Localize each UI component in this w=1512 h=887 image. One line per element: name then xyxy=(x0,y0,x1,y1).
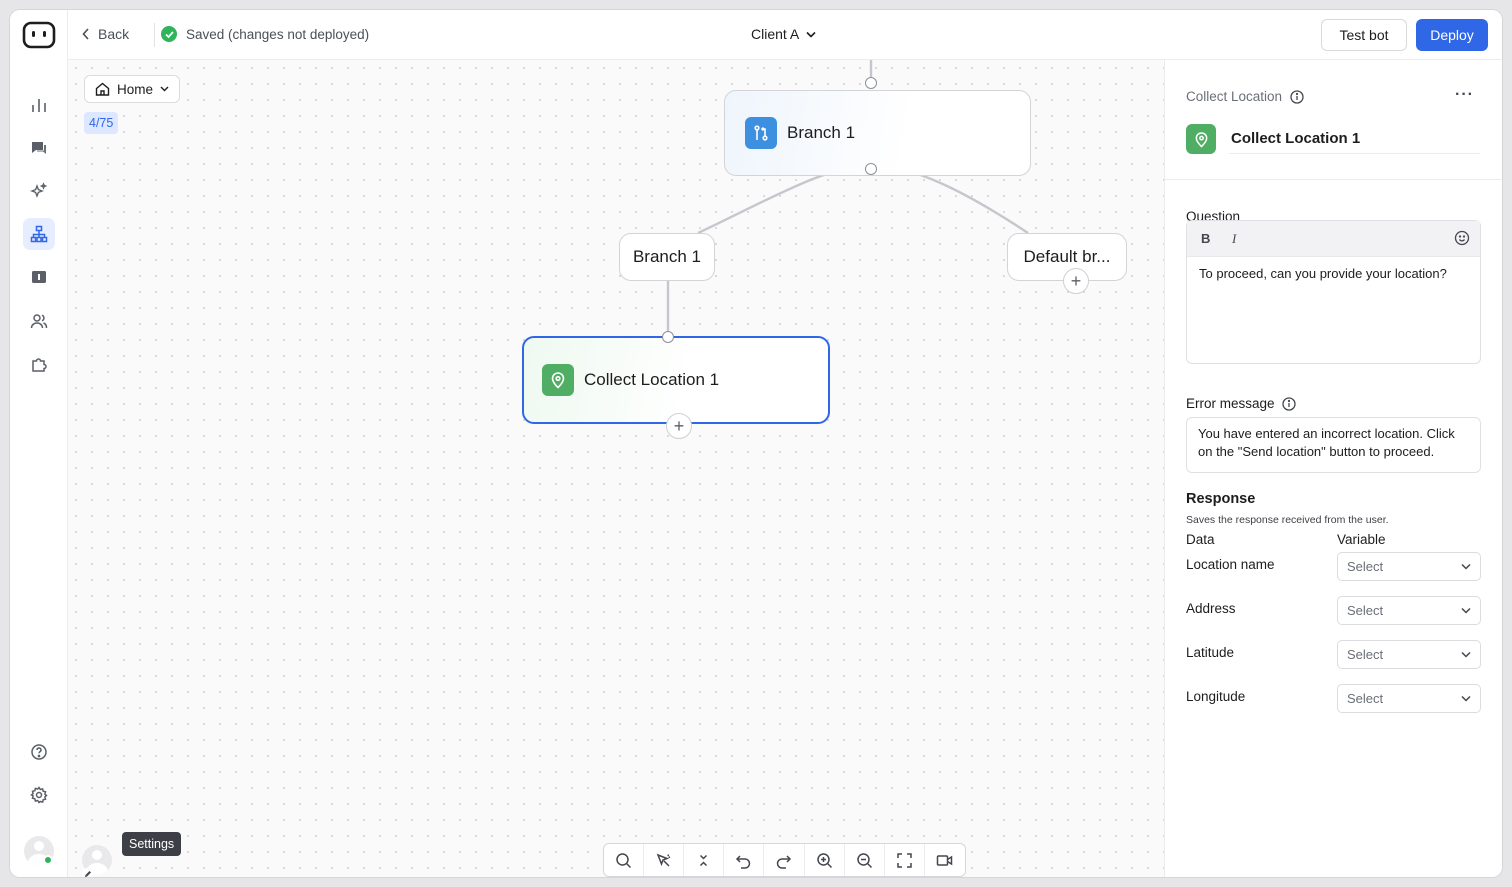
node-name-input[interactable]: Collect Location 1 xyxy=(1229,124,1480,154)
collect-node-label: Collect Location 1 xyxy=(584,370,720,389)
panel-header: Collect Location ··· Collect Location 1 xyxy=(1165,60,1502,180)
integrations-icon[interactable] xyxy=(23,348,55,380)
more-options-icon[interactable]: ··· xyxy=(1455,86,1474,103)
settings-tooltip: Settings xyxy=(122,832,182,856)
italic-button[interactable]: I xyxy=(1232,231,1237,246)
collect-input-port[interactable] xyxy=(662,331,674,343)
row-latitude-label: Latitude xyxy=(1186,645,1235,660)
analytics-icon[interactable] xyxy=(23,89,55,121)
branch-node-label: Branch 1 xyxy=(787,123,856,142)
select-icon[interactable] xyxy=(644,844,685,876)
home-label: Home xyxy=(117,81,154,97)
search-icon[interactable] xyxy=(604,844,645,876)
location-pin-icon xyxy=(1186,124,1216,154)
add-node-plus-icon[interactable]: + xyxy=(1063,268,1089,294)
client-selector[interactable]: Client A xyxy=(751,26,816,42)
left-sidebar xyxy=(10,10,68,877)
flow-icon[interactable] xyxy=(23,218,55,250)
branch-output-port[interactable] xyxy=(865,163,877,175)
undo-icon[interactable] xyxy=(724,844,765,876)
board-icon[interactable] xyxy=(23,261,55,293)
error-message-label: Error message xyxy=(1186,396,1275,411)
branch-node[interactable]: Branch 1 xyxy=(724,90,1031,176)
variable-column-header: Variable xyxy=(1337,532,1386,547)
flow-canvas[interactable]: Home 4/75 Branch 1 Branch 1 Default br..… xyxy=(68,60,1164,877)
top-bar: Back Saved (changes not deployed) Client… xyxy=(68,10,1502,60)
branch-pill[interactable]: Branch 1 xyxy=(619,233,715,281)
back-button[interactable]: Back xyxy=(82,26,129,42)
chevron-down-icon xyxy=(1461,563,1471,570)
chevron-left-icon xyxy=(82,28,89,40)
response-title: Response xyxy=(1186,491,1256,507)
zoom-out-icon[interactable] xyxy=(845,844,885,876)
chevron-down-icon xyxy=(806,31,816,38)
node-properties-panel: Collect Location ··· Collect Location 1 … xyxy=(1164,60,1502,877)
question-editor[interactable]: B I To proceed, can you provide your loc… xyxy=(1186,220,1481,364)
home-icon xyxy=(95,82,110,96)
back-label: Back xyxy=(98,26,130,42)
row-longitude-label: Longitude xyxy=(1186,689,1246,704)
branch-icon xyxy=(745,117,777,149)
help-icon[interactable] xyxy=(23,736,55,768)
error-message-input[interactable]: You have entered an incorrect location. … xyxy=(1186,417,1481,473)
row-location-name-label: Location name xyxy=(1186,557,1275,572)
divider xyxy=(154,23,155,47)
chevron-down-icon xyxy=(1461,651,1471,658)
flow-edges xyxy=(666,60,1029,332)
address-variable-select[interactable]: Select xyxy=(1337,596,1481,625)
question-text: To proceed, can you provide your locatio… xyxy=(1199,266,1447,281)
app-window: Back Saved (changes not deployed) Client… xyxy=(10,10,1502,877)
save-status-text: Saved (changes not deployed) xyxy=(186,26,370,42)
users-icon[interactable] xyxy=(23,305,55,337)
longitude-variable-select[interactable]: Select xyxy=(1337,684,1481,713)
chat-icon[interactable] xyxy=(23,132,55,164)
chevron-down-icon xyxy=(1461,607,1471,614)
bold-button[interactable]: B xyxy=(1201,231,1211,246)
panel-node-type-label: Collect Location xyxy=(1186,89,1283,104)
zoom-in-icon[interactable] xyxy=(805,844,845,876)
row-address-label: Address xyxy=(1186,601,1236,616)
panel-node-type: Collect Location xyxy=(1186,89,1304,104)
location-pin-icon xyxy=(542,364,574,396)
bot-logo-icon[interactable] xyxy=(22,21,56,49)
canvas-toolbar xyxy=(603,843,966,877)
collapse-icon[interactable] xyxy=(684,844,725,876)
emoji-icon[interactable] xyxy=(1454,230,1470,246)
chevron-down-icon xyxy=(160,86,169,92)
redo-icon[interactable] xyxy=(764,844,805,876)
deploy-button[interactable]: Deploy xyxy=(1416,19,1488,51)
video-icon[interactable] xyxy=(925,844,965,876)
collect-location-node[interactable]: Collect Location 1 xyxy=(522,336,830,424)
location-name-variable-select[interactable]: Select xyxy=(1337,552,1481,581)
editor-toolbar: B I xyxy=(1187,221,1480,257)
home-dropdown[interactable]: Home xyxy=(84,75,180,103)
add-node-plus-icon[interactable]: + xyxy=(666,413,692,439)
fullscreen-icon[interactable] xyxy=(885,844,925,876)
select-value: Select xyxy=(1347,647,1384,662)
response-subtitle: Saves the response received from the use… xyxy=(1186,514,1389,526)
branch-input-port[interactable] xyxy=(865,77,877,89)
test-bot-button[interactable]: Test bot xyxy=(1321,19,1407,51)
latitude-variable-select[interactable]: Select xyxy=(1337,640,1481,669)
pencil-icon xyxy=(82,868,94,877)
data-column-header: Data xyxy=(1186,532,1215,547)
select-value: Select xyxy=(1347,603,1384,618)
info-icon[interactable] xyxy=(1281,396,1296,411)
chevron-down-icon xyxy=(1461,695,1471,702)
check-circle-icon xyxy=(161,26,177,42)
gear-icon[interactable] xyxy=(23,779,55,811)
select-value: Select xyxy=(1347,691,1384,706)
node-counter-badge: 4/75 xyxy=(84,112,119,134)
select-value: Select xyxy=(1347,559,1384,574)
error-message-label-row: Error message xyxy=(1186,396,1296,411)
online-status-dot xyxy=(43,855,53,865)
client-name: Client A xyxy=(751,26,800,42)
info-icon[interactable] xyxy=(1290,89,1304,104)
branch-pill-label: Branch 1 xyxy=(632,247,702,266)
default-branch-label: Default br... xyxy=(1023,247,1111,266)
save-status: Saved (changes not deployed) xyxy=(161,26,369,42)
sparkle-icon[interactable] xyxy=(23,175,55,207)
